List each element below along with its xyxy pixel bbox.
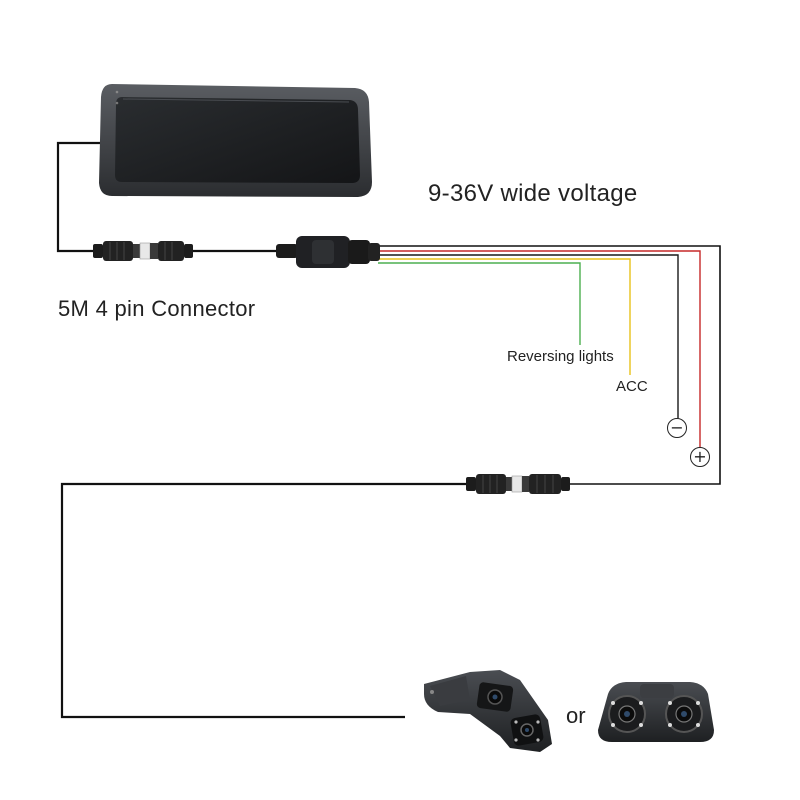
camera-cable [60, 482, 468, 719]
acc-label: ACC [616, 378, 648, 395]
monitor-icon [99, 84, 372, 197]
monitor-cable [56, 141, 108, 253]
connector-label: 5M 4 pin Connector [58, 296, 256, 321]
splitter-box-icon [276, 236, 380, 268]
wire-reversing-green [378, 262, 581, 345]
or-label: or [566, 703, 586, 728]
wire-main-black [378, 245, 721, 485]
connector-icon [466, 474, 570, 494]
voltage-label: 9-36V wide voltage [428, 180, 638, 207]
camera-icon [424, 670, 552, 752]
positive-terminal-icon: + [690, 447, 710, 467]
camera-icon [598, 682, 714, 742]
negative-terminal-icon: − [667, 418, 687, 438]
wire-ground-black [378, 254, 679, 418]
reversing-lights-label: Reversing lights [507, 348, 614, 365]
wire-power-red [378, 250, 701, 447]
connector-icon [93, 241, 193, 261]
wire-acc-yellow [378, 258, 631, 375]
